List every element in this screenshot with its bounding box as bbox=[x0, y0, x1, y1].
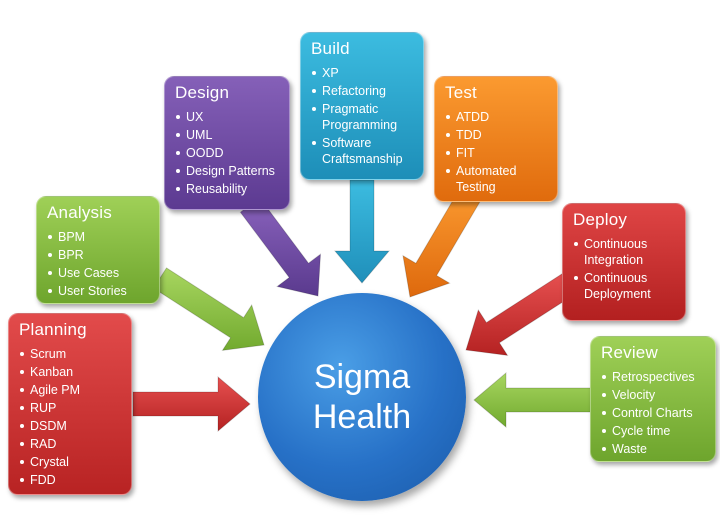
list-item: RAD bbox=[19, 436, 123, 452]
list-item: FIT bbox=[445, 145, 549, 161]
list-item: Continuous Deployment bbox=[573, 270, 677, 302]
list-item: Scrum bbox=[19, 346, 123, 362]
list-item: Waste bbox=[601, 441, 707, 457]
review-arrow bbox=[473, 371, 593, 429]
analysis-arrow bbox=[152, 267, 265, 352]
list-item: Velocity bbox=[601, 387, 707, 403]
deploy-box: Deploy Continuous Integration Continuous… bbox=[562, 203, 686, 321]
list-item: Control Charts bbox=[601, 405, 707, 421]
center-title: Sigma Health bbox=[312, 358, 412, 436]
test-box: Test ATDD TDD FIT Automated Testing bbox=[434, 76, 558, 202]
planning-list: Scrum Kanban Agile PM RUP DSDM RAD Cryst… bbox=[19, 346, 123, 488]
list-item: TDD bbox=[445, 127, 549, 143]
test-list: ATDD TDD FIT Automated Testing bbox=[445, 109, 549, 195]
planning-box: Planning Scrum Kanban Agile PM RUP DSDM … bbox=[8, 313, 132, 495]
list-item: Retrospectives bbox=[601, 369, 707, 385]
build-box: Build XP Refactoring Pragmatic Programmi… bbox=[300, 32, 424, 180]
list-item: DSDM bbox=[19, 418, 123, 434]
list-item: BPM bbox=[47, 229, 151, 245]
design-box: Design UX UML OODD Design Patterns Reusa… bbox=[164, 76, 290, 210]
planning-title: Planning bbox=[19, 320, 87, 339]
deploy-title: Deploy bbox=[573, 210, 628, 229]
list-item: Pragmatic Programming bbox=[311, 101, 415, 133]
list-item: Automated Testing bbox=[445, 163, 549, 195]
analysis-box: Analysis BPM BPR Use Cases User Stories bbox=[36, 196, 160, 304]
list-item: Reusability bbox=[175, 181, 281, 197]
design-list: UX UML OODD Design Patterns Reusability bbox=[175, 109, 281, 197]
deploy-arrow bbox=[465, 272, 578, 357]
list-item: Continuous Integration bbox=[573, 236, 677, 268]
list-item: OODD bbox=[175, 145, 281, 161]
design-arrow bbox=[239, 197, 322, 297]
list-item: Refactoring bbox=[311, 83, 415, 99]
design-title: Design bbox=[175, 83, 230, 102]
review-title: Review bbox=[601, 343, 658, 362]
list-item: Agile PM bbox=[19, 382, 123, 398]
list-item: UML bbox=[175, 127, 281, 143]
review-box: Review Retrospectives Velocity Control C… bbox=[590, 336, 716, 462]
analysis-list: BPM BPR Use Cases User Stories bbox=[47, 229, 151, 299]
build-list: XP Refactoring Pragmatic Programming Sof… bbox=[311, 65, 415, 167]
test-arrow bbox=[402, 188, 481, 298]
build-title: Build bbox=[311, 39, 350, 58]
list-item: RUP bbox=[19, 400, 123, 416]
list-item: Software Craftsmanship bbox=[311, 135, 415, 167]
list-item: Use Cases bbox=[47, 265, 151, 281]
list-item: Kanban bbox=[19, 364, 123, 380]
deploy-list: Continuous Integration Continuous Deploy… bbox=[573, 236, 677, 302]
list-item: UX bbox=[175, 109, 281, 125]
list-item: FDD bbox=[19, 472, 123, 488]
list-item: Design Patterns bbox=[175, 163, 281, 179]
list-item: BPR bbox=[47, 247, 151, 263]
build-arrow bbox=[333, 179, 391, 284]
review-list: Retrospectives Velocity Control Charts C… bbox=[601, 369, 707, 457]
list-item: XP bbox=[311, 65, 415, 81]
test-title: Test bbox=[445, 83, 477, 102]
list-item: ATDD bbox=[445, 109, 549, 125]
list-item: Cycle time bbox=[601, 423, 707, 439]
planning-arrow bbox=[132, 375, 251, 433]
analysis-title: Analysis bbox=[47, 203, 112, 222]
center-circle: Sigma Health bbox=[258, 293, 466, 501]
list-item: Crystal bbox=[19, 454, 123, 470]
list-item: User Stories bbox=[47, 283, 151, 299]
